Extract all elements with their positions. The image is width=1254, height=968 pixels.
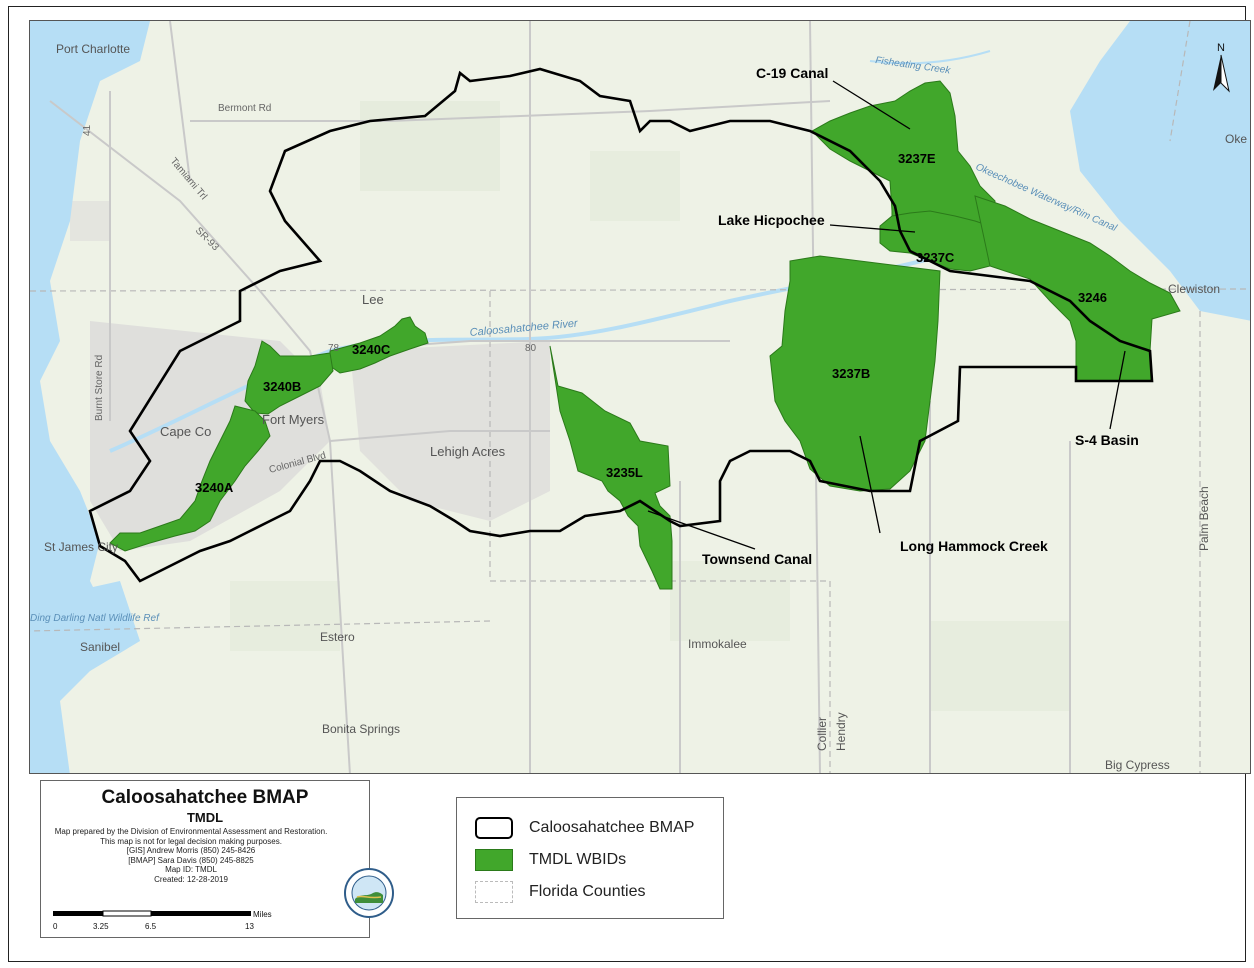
gulf-water: [30, 21, 150, 773]
map-subtitle: TMDL: [186, 810, 224, 825]
legend-label-wbids: TMDL WBIDs: [529, 851, 627, 868]
callout-long-hammock-creek: Long Hammock Creek: [900, 538, 1048, 554]
water-ding-darling: Ding Darling Natl Wildlife Ref: [30, 613, 160, 624]
wbid-3237e: [811, 80, 996, 257]
wbid-label-3237c: 3237C: [916, 250, 955, 265]
scale-tick-0: 0: [53, 922, 58, 931]
note-created: Created: 12-28-2019: [154, 874, 228, 884]
wbid-label-3246: 3246: [1078, 290, 1107, 305]
legend-swatch-bmap: [475, 817, 513, 839]
wbid-3240a: [109, 405, 271, 552]
callout-townsend-canal: Townsend Canal: [702, 551, 812, 567]
callout-lake-hicpochee: Lake Hicpochee: [718, 212, 825, 228]
map-panel[interactable]: N Port Charlotte Lee Cape Co Fort Myers …: [29, 20, 1251, 774]
lake-okeechobee: [1070, 21, 1250, 321]
wbid-labels: 3237E 3237C 3246 3237B 3240C 3240B 3240A…: [195, 151, 1107, 495]
bmap-boundary[interactable]: [88, 67, 1154, 583]
legend: Caloosahatchee BMAP TMDL WBIDs Florida C…: [456, 797, 724, 919]
map-notes: Map prepared by the Division of Environm…: [41, 827, 341, 884]
place-oke: Oke: [1225, 132, 1247, 146]
note-map-id: Map ID: TMDL: [165, 865, 217, 874]
road-78: 78: [328, 343, 340, 354]
pine-island-sound: [30, 581, 140, 671]
wbid-label-3237e: 3237E: [898, 151, 936, 166]
place-big-cypress: Big Cypress: [1105, 758, 1170, 772]
scale-tick-2: 6.5: [145, 922, 157, 931]
wbid-3240b: [244, 340, 334, 415]
scale-bar: Miles 0 3.25 6.5 13: [53, 910, 272, 931]
callout-c19-canal: C-19 Canal: [756, 65, 828, 81]
place-fort-myers: Fort Myers: [262, 412, 325, 427]
place-st-james-city: St James City: [44, 540, 118, 554]
note-bmap-contact: [BMAP] Sara Davis (850) 245-8825: [128, 855, 254, 865]
dep-seal-icon: [344, 868, 394, 918]
legend-swatch-wbids: [475, 849, 513, 871]
note-gis-contact: [GIS] Andrew Morris (850) 245-8426: [126, 846, 256, 855]
place-immokalee: Immokalee: [688, 637, 747, 651]
scale-tick-1: 3.25: [93, 922, 109, 931]
place-lee: Lee: [362, 292, 384, 307]
place-collier: Collier: [815, 717, 829, 751]
road-bermont: Bermont Rd: [218, 103, 271, 114]
place-port-charlotte: Port Charlotte: [56, 42, 130, 56]
road-80: 80: [525, 343, 537, 354]
legend-label-bmap: Caloosahatchee BMAP: [529, 819, 695, 836]
map-title: Caloosahatchee BMAP: [101, 787, 309, 808]
terrain-texture: [230, 101, 1070, 711]
wbid-3235l: [549, 345, 673, 590]
place-labels: Port Charlotte Lee Cape Co Fort Myers Le…: [44, 42, 1247, 772]
place-palm-beach: Palm Beach: [1197, 486, 1211, 551]
place-sanibel: Sanibel: [80, 640, 120, 654]
title-block: Caloosahatchee BMAP TMDL Map prepared by…: [40, 780, 394, 938]
scale-unit: Miles: [253, 910, 272, 919]
place-bonita-springs: Bonita Springs: [322, 722, 400, 736]
road-41: 41: [82, 124, 93, 136]
wbid-label-3240a: 3240A: [195, 480, 234, 495]
wbid-label-3240b: 3240B: [263, 379, 301, 394]
legend-swatch-counties: [475, 881, 513, 903]
wbid-label-3235l: 3235L: [606, 465, 643, 480]
legend-item-counties[interactable]: Florida Counties: [475, 878, 646, 906]
wbid-3240c: [329, 316, 429, 374]
note-prepared-by: Map prepared by the Division of Environm…: [54, 827, 328, 836]
roads: [49, 21, 1071, 773]
legend-item-bmap[interactable]: Caloosahatchee BMAP: [475, 814, 694, 842]
place-lehigh-acres: Lehigh Acres: [430, 444, 506, 459]
place-hendry: Hendry: [834, 712, 848, 751]
place-cape-coral: Cape Co: [160, 424, 211, 439]
fisheating-creek: [869, 50, 991, 65]
north-label: N: [1217, 42, 1225, 54]
legend-item-wbids[interactable]: TMDL WBIDs: [475, 846, 626, 874]
callout-labels: C-19 Canal Lake Hicpochee S-4 Basin Long…: [702, 65, 1139, 567]
legend-label-counties: Florida Counties: [529, 883, 646, 900]
wbid-label-3237b: 3237B: [832, 366, 870, 381]
scale-tick-3: 13: [245, 922, 254, 931]
north-arrow: N: [1213, 42, 1230, 93]
tmdl-wbids[interactable]: [109, 80, 1181, 590]
road-burnt-store: Burnt Store Rd: [94, 355, 105, 421]
wbid-3246: [974, 195, 1181, 382]
callout-leaders: [647, 80, 1126, 550]
callout-s4-basin: S-4 Basin: [1075, 432, 1139, 448]
place-estero: Estero: [320, 630, 355, 644]
place-clewiston: Clewiston: [1168, 282, 1220, 296]
note-legal: This map is not for legal decision makin…: [100, 836, 282, 846]
wbid-label-3240c: 3240C: [352, 342, 391, 357]
